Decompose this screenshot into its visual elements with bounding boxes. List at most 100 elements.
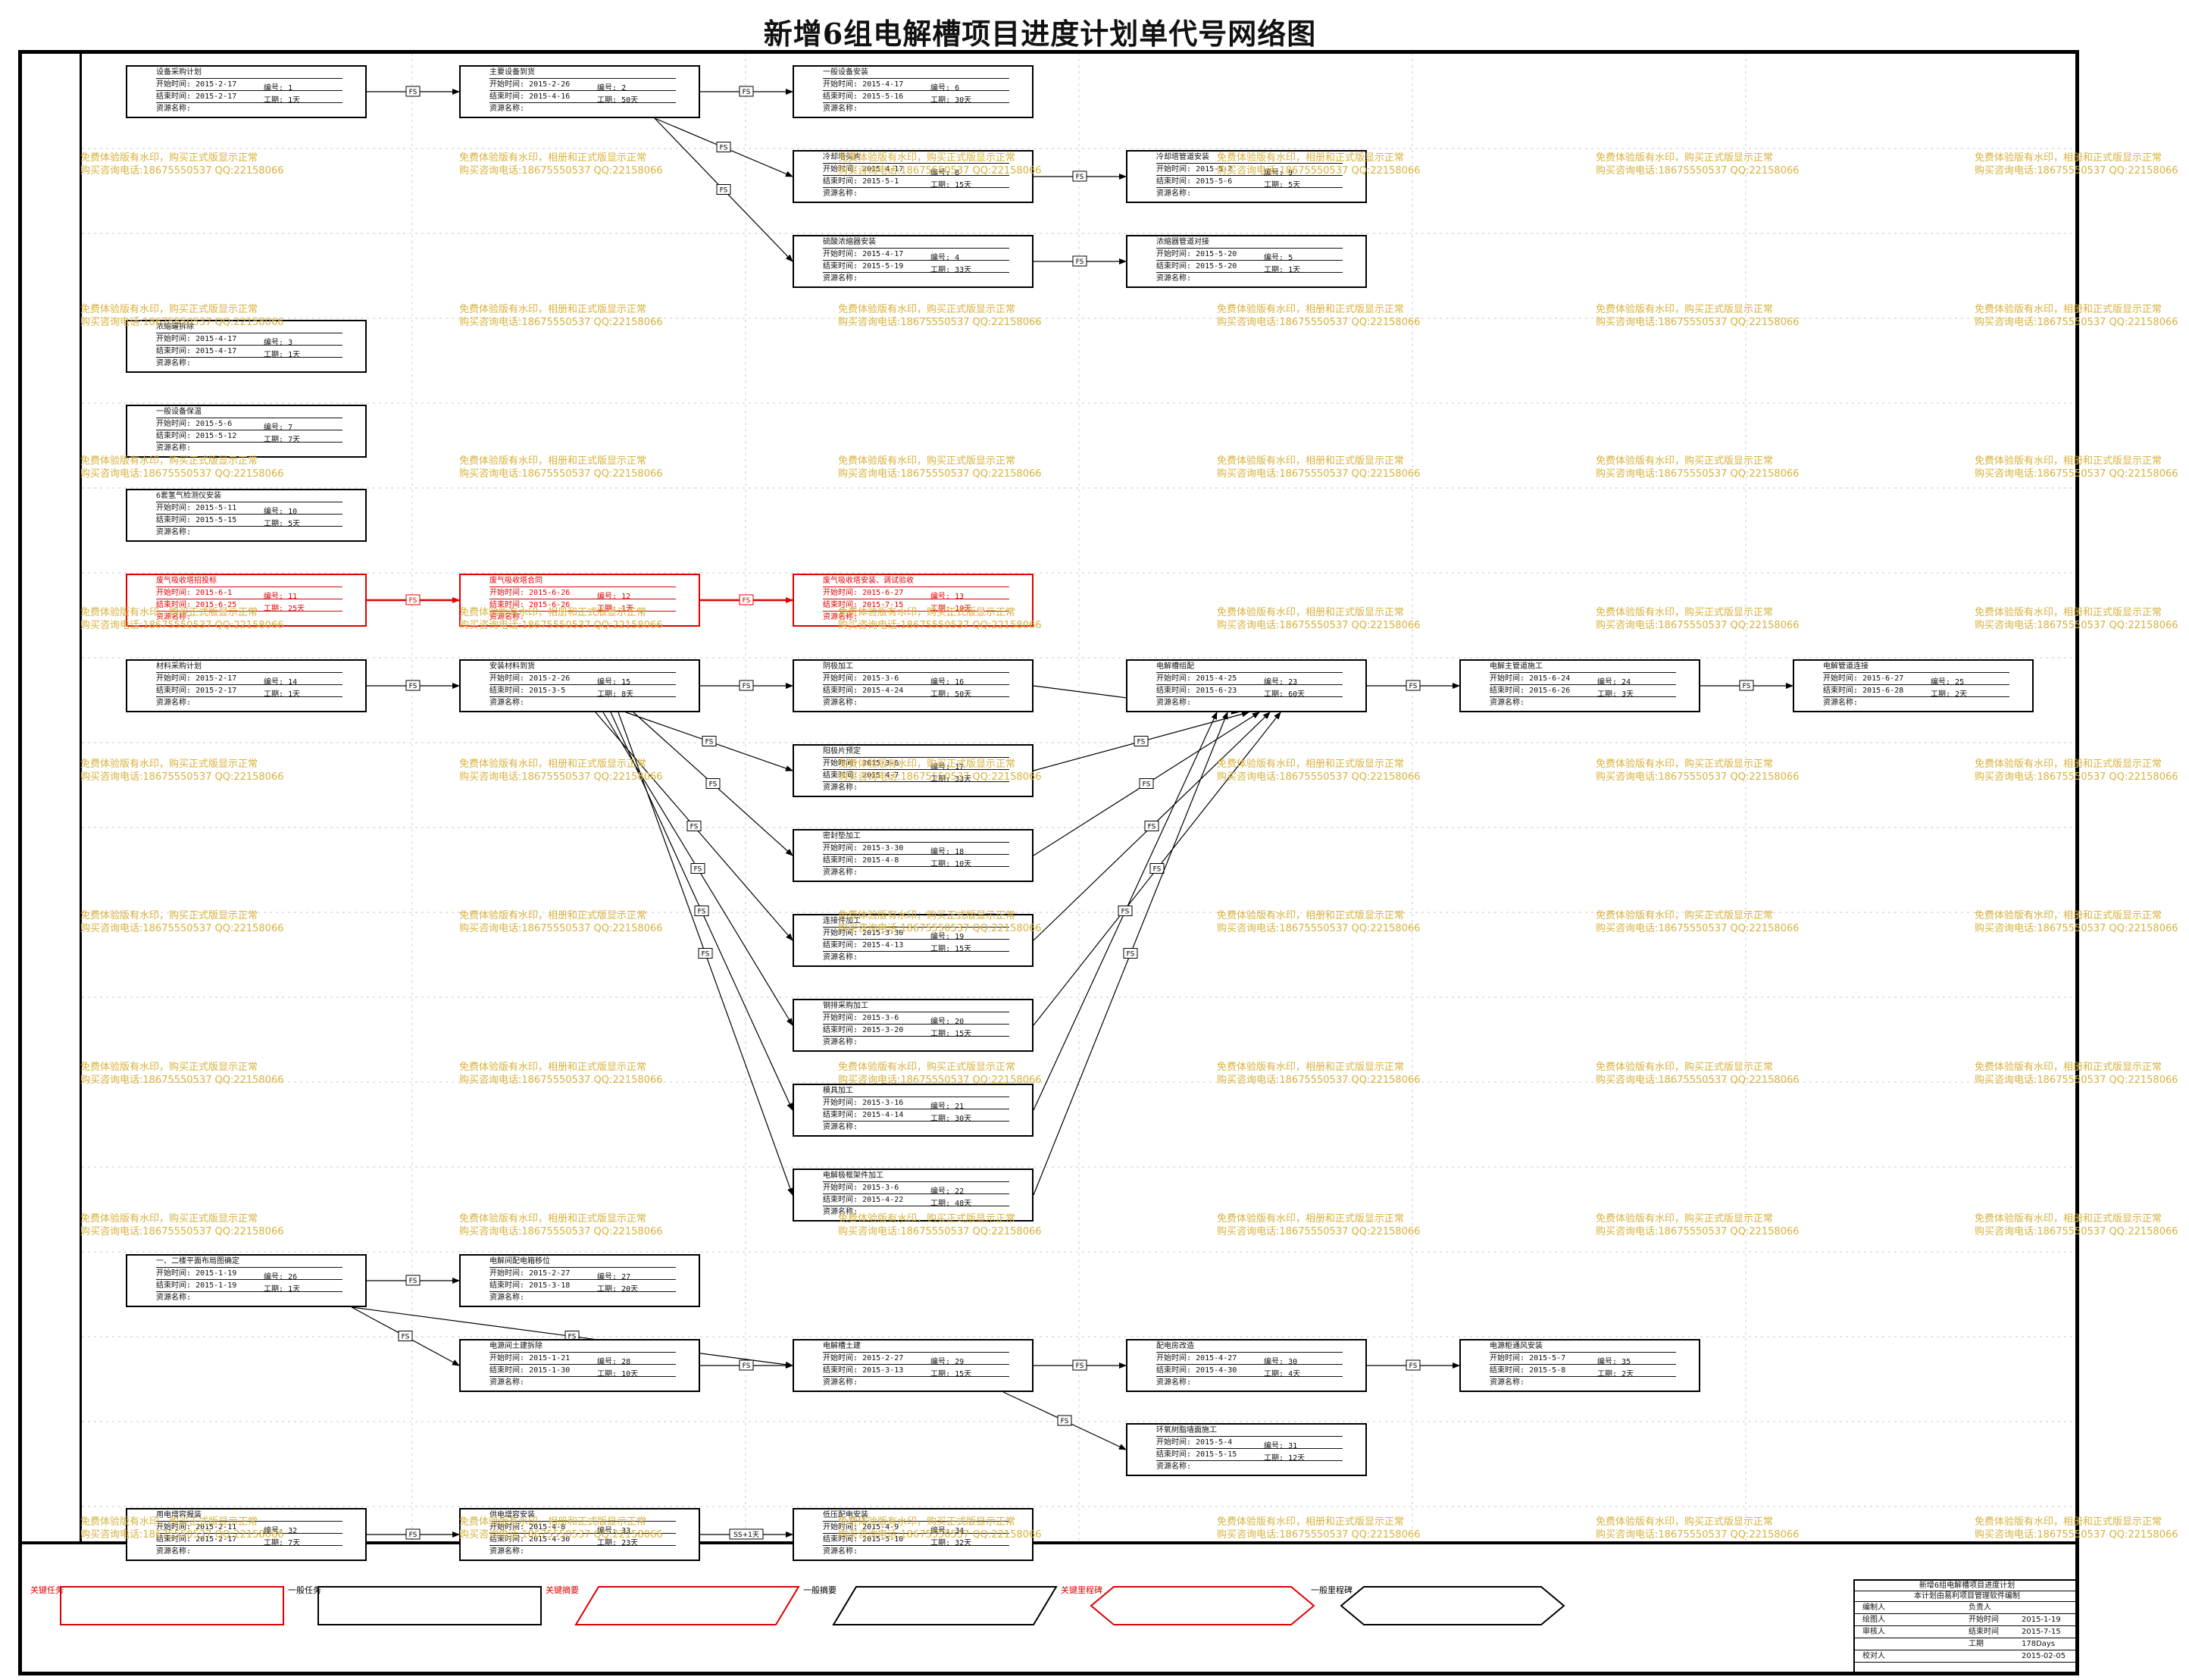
- task-resource-row: 资源名称:: [1156, 274, 1343, 284]
- watermark: 免费体验版有水印，购买正式版显示正常购买咨询电话:18675550537 QQ:…: [1596, 152, 1800, 177]
- link-type-label: FS: [1148, 824, 1156, 831]
- link-type-box: [716, 142, 731, 152]
- link-type-box: [1072, 171, 1087, 182]
- resource-label: 资源名称:: [1156, 1378, 1192, 1387]
- task-start: 2015-2-17: [195, 80, 237, 89]
- task-duration: 33天: [955, 266, 972, 274]
- start-label: 开始时间:: [1156, 674, 1192, 683]
- task-end: 2015-2-17: [195, 1535, 237, 1544]
- duration-label: 工期:: [1264, 181, 1284, 189]
- watermark: 免费体验版有水印，购买正式版显示正常购买咨询电话:18675550537 QQ:…: [80, 759, 284, 783]
- watermark: 免费体验版有水印，相册和正式版显示正常购买咨询电话:18675550537 QQ…: [1217, 759, 1421, 783]
- task-duration: 1天: [621, 605, 634, 613]
- task-id: 20: [955, 1018, 965, 1026]
- watermark: 免费体验版有水印，购买正式版显示正常购买咨询电话:18675550537 QQ:…: [80, 152, 284, 177]
- resource-label: 资源名称:: [489, 613, 525, 621]
- resource-label: 资源名称:: [489, 1378, 525, 1387]
- legend-shape: [317, 1586, 542, 1625]
- resource-label: 资源名称:: [823, 1547, 858, 1556]
- start-label: 开始时间:: [823, 589, 858, 597]
- task-name: 冷却塔管道安装: [1156, 152, 1343, 164]
- id-label: 编号:: [930, 1527, 951, 1535]
- task-end: 2015-6-25: [195, 601, 237, 609]
- task-resource-row: 资源名称:: [823, 1037, 1009, 1048]
- task-start: 2015-2-11: [195, 1523, 237, 1531]
- end-label: 结束时间:: [489, 1535, 525, 1544]
- id-label: 编号:: [930, 84, 951, 92]
- task-start: 2015-4-17: [862, 165, 904, 174]
- duration-label: 工期:: [1264, 1370, 1284, 1378]
- watermark: 免费体验版有水印，购买正式版显示正常购买咨询电话:18675550537 QQ:…: [838, 152, 1042, 177]
- task-resource-row: 资源名称:: [823, 1547, 1009, 1557]
- task-name: 电解极框架件加工: [823, 1171, 1009, 1182]
- link-type-label: FS: [402, 1334, 410, 1341]
- start-label: 开始时间:: [489, 1269, 525, 1278]
- end-label: 结束时间:: [156, 432, 192, 440]
- start-label: 开始时间:: [156, 1269, 192, 1278]
- task-duration: 23天: [621, 1539, 639, 1547]
- info-cell: 结束时间: [1969, 1628, 1999, 1636]
- task-name: 电解间配电箱移位: [489, 1256, 676, 1268]
- link-type-box: [1072, 1359, 1087, 1371]
- legend-label: 关键任务: [30, 1585, 64, 1595]
- link-type-label: FS: [720, 145, 728, 152]
- task-start: 2015-6-1: [195, 589, 233, 597]
- end-label: 结束时间:: [823, 92, 858, 101]
- resource-label: 资源名称:: [156, 359, 192, 368]
- task-resource-row: 资源名称:: [823, 104, 1009, 114]
- task-name: 浓缩罐拆除: [156, 322, 342, 333]
- duration-label: 工期:: [264, 1285, 284, 1294]
- link-type-label: FS: [568, 1334, 577, 1341]
- resource-label: 资源名称:: [823, 1038, 858, 1046]
- id-label: 编号:: [930, 1358, 951, 1366]
